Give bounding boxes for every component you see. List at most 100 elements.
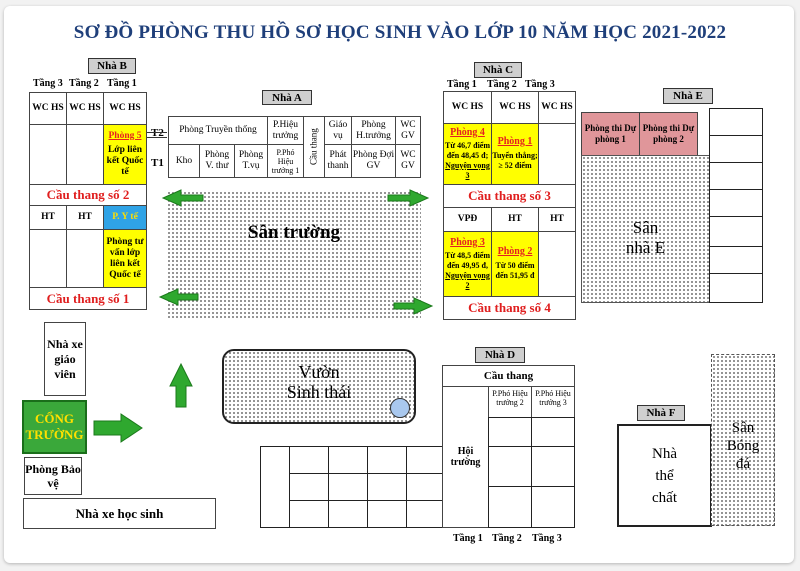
nha-c-room [538,231,576,297]
room-1[interactable]: Phòng 1 Tuyển thẳng; ≥ 52 điểm [491,123,539,185]
room-kho: Kho [168,144,200,178]
room-2[interactable]: Phòng 2 Từ 50 điểm đến 51,95 đ [491,231,539,297]
nha-e-room [709,246,763,274]
nha-e-room [709,273,763,303]
nha-c-label: Nhà C [474,62,522,78]
room-pho-ht-3: P.Phó Hiệu trưởng 3 [531,386,575,418]
room-5-desc: Lớp liên kết Quốc tế [106,145,144,177]
room-3-desc: Từ 48,5 điểm đến 49,95 đ, [444,250,491,270]
stair-4: Cầu thang số 4 [443,296,576,320]
floor-label: Tầng 2 [69,78,99,89]
room-5[interactable]: Phòng 5 Lớp liên kết Quốc tế [103,124,147,185]
nha-f-label: Nhà F [637,405,685,421]
floor-label: Tầng 1 [453,533,483,544]
gym: Nhà thể chất [617,424,712,527]
connector [147,137,167,138]
nha-e-yard [581,155,710,303]
lower-building-cell [367,473,407,501]
lower-building-cell [367,446,407,474]
room-phat-thanh: Phát thanh [324,144,352,178]
nha-c-wc-t2: WC HS [491,91,539,124]
nha-b-room [66,124,104,185]
room-1-title: Phòng 1 [497,136,533,147]
lower-building-cell [406,446,443,474]
lower-building-cell [260,446,290,528]
floor-label: Tầng 3 [532,533,562,544]
nha-d-room [488,486,532,528]
arrow-left-icon [158,288,199,306]
lower-building-cell [328,473,368,501]
nha-b-wc-t1: WC HS [103,92,147,125]
room-tai-vu: Phòng T.vụ [234,144,268,178]
consult-room[interactable]: Phòng tư vấn lớp liên kết Quốc tế [103,229,147,288]
lower-building-cell [289,500,329,528]
nha-b-room [29,124,67,185]
wc-gv-t1: WC GV [395,144,421,178]
lower-building-cell [328,500,368,528]
nha-d-label: Nhà D [475,347,525,363]
reserve-room-2[interactable]: Phòng thi Dự phòng 2 [639,112,698,156]
lower-building-cell [328,446,368,474]
football-field [711,354,775,526]
nha-d-room [531,486,575,528]
eco-garden [222,349,416,424]
connector [147,132,167,133]
nha-d-room [488,446,532,487]
lower-building-cell [289,473,329,501]
floor-label: Tầng 2 [492,533,522,544]
nha-d-stairs: Cầu thang [442,365,575,387]
nha-c-room [538,123,576,185]
nha-d-room [488,417,532,447]
room-pho-ht-1: P.Phó Hiệu trưởng 1 [267,144,304,178]
nha-b-room [66,229,104,288]
reserve-room-1[interactable]: Phòng thi Dự phòng 1 [581,112,640,156]
map-title: SƠ ĐỒ PHÒNG THU HỒ SƠ HỌC SINH VÀO LỚP 1… [73,22,727,43]
school-gate[interactable]: CỔNG TRƯỜNG [22,400,87,454]
lower-building-cell [289,446,329,474]
arrow-left-icon [161,189,204,207]
room-van-thu: Phòng V. thư [199,144,235,178]
floor-t2: T2 [151,127,164,139]
arrow-right-icon [393,297,434,315]
floor-label: Tầng 1 [447,79,477,90]
room-3[interactable]: Phòng 3 Từ 48,5 điểm đến 49,95 đ, Nguyện… [443,231,492,297]
schoolyard [167,191,421,319]
security-room: Phòng Bảo vệ [24,457,82,495]
nha-b-wc-t2: WC HS [66,92,104,125]
room-2-title: Phòng 2 [497,246,533,257]
nha-e-room [709,135,763,163]
pond-icon [390,398,410,418]
nha-a-label: Nhà A [262,90,312,105]
nha-e-label: Nhà E [663,88,713,104]
stair-1: Cầu thang số 1 [29,287,147,310]
room-2-desc: Từ 50 điểm đến 51,95 đ [495,261,535,280]
football-field-label: Sân Bóng đá [726,420,760,472]
room-3-wish: Nguyện vọng 2 [445,270,490,290]
room-5-title: Phòng 5 [108,131,142,141]
room-pho-ht-2: P.Phó Hiệu trưởng 2 [488,386,532,418]
room-4-desc: Từ 46,7 điểm đến 48,45 đ; [444,140,491,160]
hall: Hội trường [442,386,489,528]
floor-t1: T1 [151,157,164,169]
nha-b-label: Nhà B [88,58,136,74]
room-doi-gv: Phòng Đợi GV [351,144,396,178]
lower-building-cell [406,500,443,528]
floor-label: Tầng 1 [107,78,137,89]
room-4-wish: Nguyện vọng 3 [445,160,490,180]
floor-label: Tầng 2 [487,79,517,90]
floor-label: Tầng 3 [525,79,555,90]
lower-building-cell [367,500,407,528]
teacher-parking: Nhà xe giáo viên [44,322,86,396]
arrow-right-icon [387,189,430,207]
arrow-up-icon [169,362,193,408]
eco-garden-label: Vườn Sinh thái [286,362,352,402]
student-parking: Nhà xe học sinh [23,498,216,529]
floor-label: Tầng 3 [33,78,63,89]
schoolyard-label: Sân trường [247,222,341,243]
room-4-title: Phòng 4 [450,126,485,138]
nha-e-yard-label: Sân nhà E [625,218,666,257]
nha-d-room [531,446,575,487]
room-1-desc: Tuyển thẳng; ≥ 52 điểm [492,151,538,170]
